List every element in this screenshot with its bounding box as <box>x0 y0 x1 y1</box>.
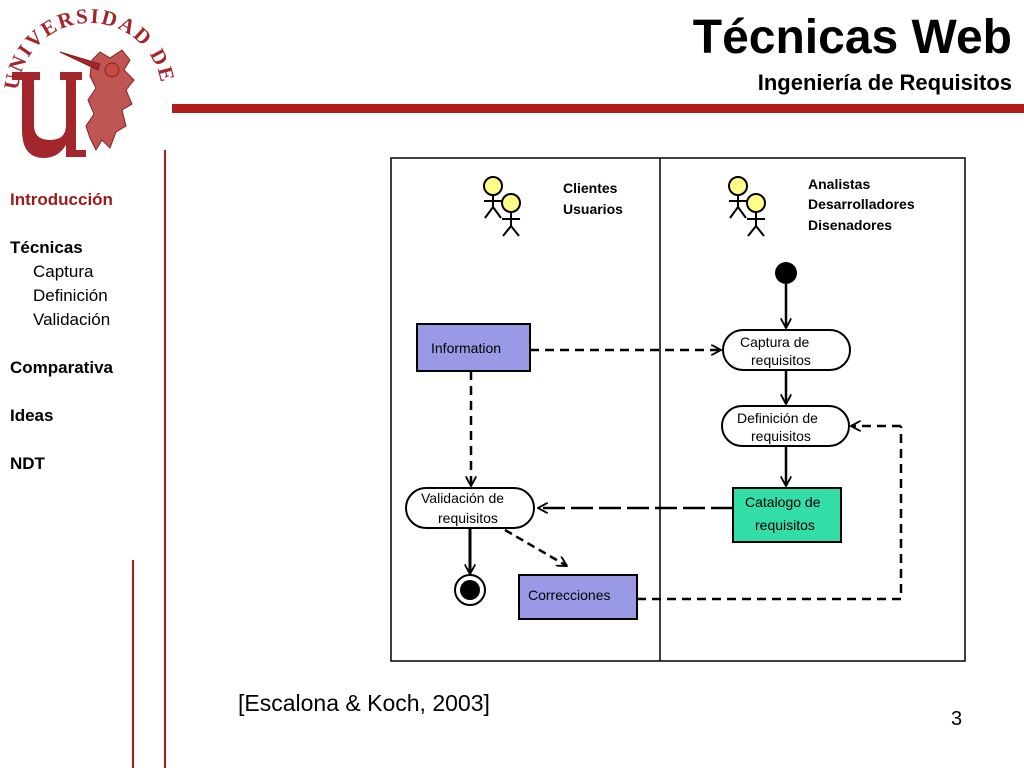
sidebar-item-ideas[interactable]: Ideas <box>10 406 54 425</box>
object-catalogo-label-2: requisitos <box>755 517 815 533</box>
sidebar-divider-line <box>164 150 166 768</box>
sidebar-item-definicion[interactable]: Definición <box>33 286 108 305</box>
header-divider-bar <box>172 104 1024 113</box>
page-number: 3 <box>951 708 963 730</box>
object-catalogo-label-1: Catalogo de <box>745 494 821 510</box>
activity-definicion-label-2: requisitos <box>751 428 811 444</box>
initial-node <box>775 262 797 284</box>
object-information-label: Information <box>431 340 501 356</box>
activity-captura-label-1: Captura de <box>740 334 809 350</box>
activity-definicion-label-1: Definición de <box>737 410 818 426</box>
actor-label-disenadores: Disenadores <box>808 217 892 233</box>
sidebar-item-introduccion[interactable]: Introducción <box>10 190 113 209</box>
actor-label-clientes: Clientes <box>563 180 618 196</box>
final-node <box>454 574 486 606</box>
object-information <box>416 323 531 372</box>
citation: [Escalona & Koch, 2003] <box>238 690 490 716</box>
universidad-de-sevilla-logo: UNIVERSIDAD DE SEVILLA <box>0 0 179 158</box>
actor-clientes-icon <box>483 176 521 237</box>
swimlane-frame <box>390 157 966 662</box>
activity-validacion-label-1: Validación de <box>421 490 504 506</box>
actor-label-analistas: Analistas <box>808 176 870 192</box>
activity-captura-label-2: requisitos <box>751 352 811 368</box>
actor-label-usuarios: Usuarios <box>563 201 623 217</box>
sidebar-item-comparativa[interactable]: Comparativa <box>10 358 113 377</box>
actor-analistas-icon <box>728 176 766 237</box>
object-catalogo-requisitos <box>732 487 842 543</box>
slide-title: Técnicas Web <box>692 11 1012 64</box>
sidebar-item-tecnicas[interactable]: Técnicas <box>10 238 83 257</box>
actor-label-desarrolladores: Desarrolladores <box>808 196 915 212</box>
sidebar-item-ndt[interactable]: NDT <box>10 454 45 473</box>
sidebar-accent-line <box>132 560 134 768</box>
activity-validacion-label-2: requisitos <box>438 510 498 526</box>
object-correcciones <box>518 574 638 620</box>
sidebar-item-captura[interactable]: Captura <box>33 262 94 281</box>
object-correcciones-label: Correcciones <box>528 587 610 603</box>
sidebar-item-validacion[interactable]: Validación <box>33 310 111 329</box>
slide-subtitle: Ingeniería de Requisitos <box>757 70 1012 95</box>
